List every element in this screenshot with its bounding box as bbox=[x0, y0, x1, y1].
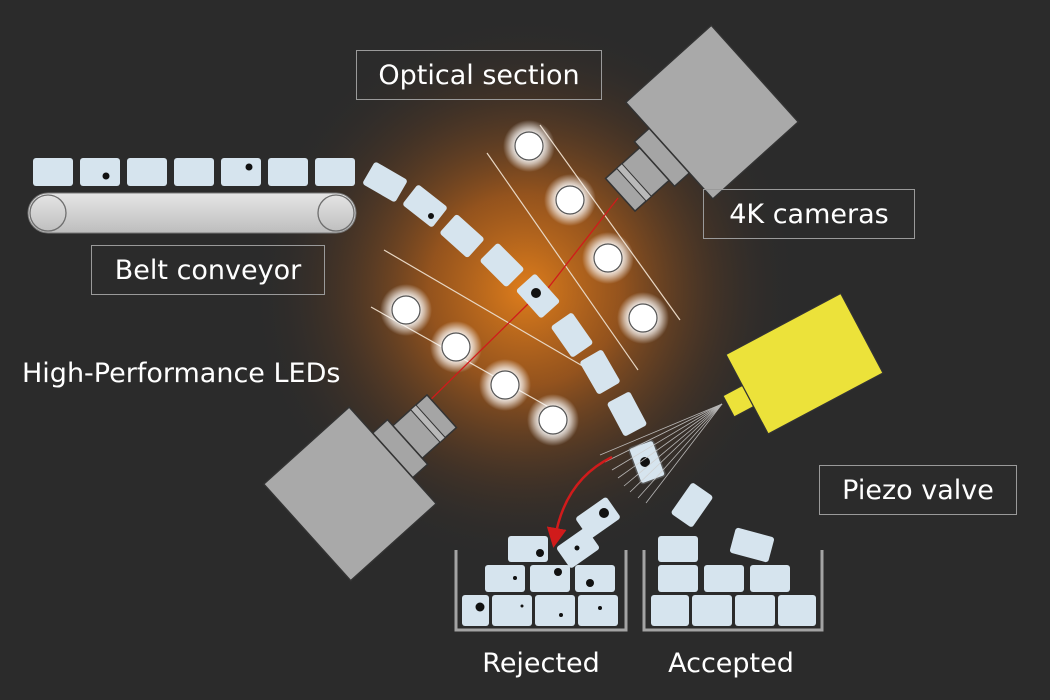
rejected-label: Rejected bbox=[482, 647, 600, 679]
accepted-products bbox=[651, 527, 816, 626]
piezo-valve-label: Piezo valve bbox=[819, 465, 1017, 515]
led-array bbox=[380, 120, 669, 446]
belt-conveyor-label: Belt conveyor bbox=[91, 245, 325, 295]
led bbox=[479, 359, 531, 411]
camera-top bbox=[604, 24, 800, 213]
accepted-label: Accepted bbox=[668, 647, 794, 679]
led bbox=[430, 321, 482, 373]
led bbox=[617, 292, 669, 344]
leds-label: High-Performance LEDs bbox=[22, 357, 341, 389]
led bbox=[582, 232, 634, 284]
bins bbox=[454, 550, 824, 632]
ejection-arrow bbox=[546, 455, 613, 548]
rejected-defect-spots bbox=[475, 545, 602, 617]
camera-bottom bbox=[262, 393, 458, 582]
camera-beams bbox=[411, 197, 619, 419]
optical-section-label: Optical section bbox=[356, 50, 602, 100]
belt-conveyor bbox=[27, 158, 357, 234]
led bbox=[544, 174, 596, 226]
defect-spots bbox=[428, 213, 650, 518]
air-jet bbox=[599, 403, 723, 504]
product-stream bbox=[363, 162, 713, 539]
led bbox=[503, 120, 555, 172]
cameras-label: 4K cameras bbox=[703, 189, 915, 239]
led bbox=[527, 394, 579, 446]
led bbox=[380, 284, 432, 336]
piezo-valve-body bbox=[722, 292, 884, 435]
